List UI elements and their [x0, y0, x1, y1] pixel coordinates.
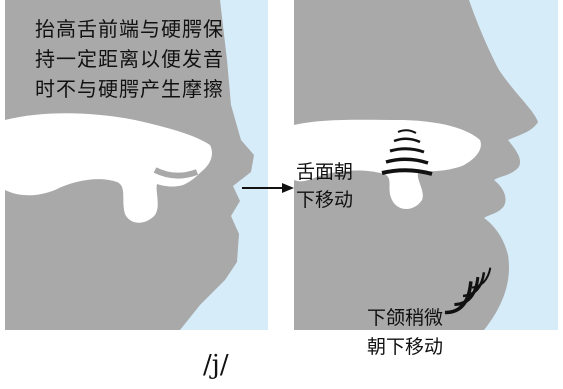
jaw-label-line: 朝下移动	[367, 336, 444, 358]
left-caption-line: 持一定距离以便发音	[35, 47, 224, 71]
head-profile-illustration-right	[294, 0, 538, 330]
left-caption-line: 抬高舌前端与硬腭保	[35, 17, 224, 41]
right-diagram-panel	[294, 0, 558, 330]
head-profile-illustration-left	[5, 0, 254, 330]
left-caption-line: 时不与硬腭产生摩擦	[35, 77, 224, 101]
tongue-label-line: 舌面朝	[296, 161, 354, 183]
jaw-motion-arcs	[444, 267, 492, 315]
tongue-motion-arcs	[381, 129, 433, 176]
jaw-movement-label: 下颌稍微 朝下移动	[367, 304, 443, 362]
left-caption: 抬高舌前端与硬腭保 持一定距离以便发音 时不与硬腭产生摩擦	[35, 14, 265, 104]
left-diagram-panel	[5, 0, 268, 330]
tongue-movement-label: 舌面朝 下移动	[296, 158, 353, 214]
transition-arrow	[242, 183, 294, 193]
tongue-label-line: 下移动	[296, 189, 354, 211]
phoneme-symbol: /j/	[203, 350, 229, 380]
jaw-label-line: 下颌稍微	[367, 307, 444, 329]
